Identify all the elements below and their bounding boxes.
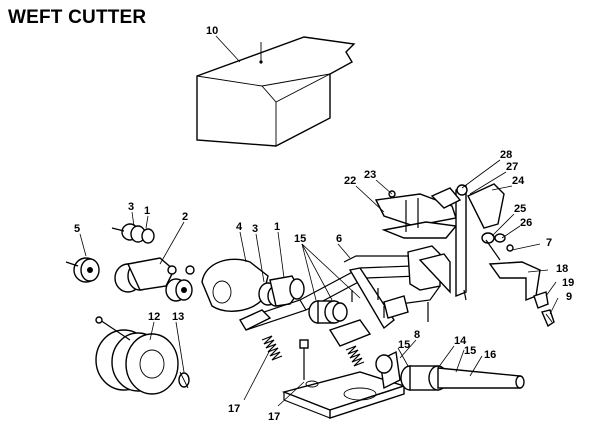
callout-19: 19 bbox=[562, 277, 574, 289]
part-8-15-14-16-shaft bbox=[375, 350, 525, 391]
part-17-spring-right bbox=[345, 345, 365, 367]
callout-28: 28 bbox=[500, 149, 512, 161]
part-19-sleeve bbox=[533, 291, 549, 309]
part-5-collar bbox=[65, 257, 100, 283]
part-25-26-7-bits bbox=[481, 232, 514, 261]
callout-9: 9 bbox=[566, 291, 572, 303]
callout-23: 23 bbox=[364, 169, 376, 181]
part-18-lever bbox=[488, 261, 541, 302]
callout-26: 26 bbox=[520, 217, 532, 229]
part-15-bearings-top bbox=[308, 300, 348, 324]
part-12-pulley bbox=[95, 316, 179, 395]
part-2-cam bbox=[114, 257, 195, 302]
callout-27: 27 bbox=[506, 161, 518, 173]
callout-17-a: 17 bbox=[228, 403, 240, 415]
part-9-screw bbox=[541, 309, 555, 328]
part-13-screw bbox=[178, 371, 190, 389]
part-24-upright bbox=[430, 183, 505, 298]
callout-24: 24 bbox=[512, 175, 525, 187]
callout-1: 1 bbox=[144, 205, 150, 217]
callout-22: 22 bbox=[344, 175, 356, 187]
callout-4: 4 bbox=[236, 221, 243, 233]
base-plate bbox=[281, 371, 407, 419]
callout-3: 3 bbox=[128, 201, 134, 213]
callout-15-a: 15 bbox=[294, 233, 306, 245]
callout-6: 6 bbox=[336, 233, 342, 245]
callout-7: 7 bbox=[546, 237, 552, 249]
part-4-crank-arm bbox=[201, 258, 305, 312]
part-17-spring-left bbox=[261, 335, 309, 380]
main-frame bbox=[238, 245, 451, 347]
part-3-1-bearings bbox=[111, 223, 155, 244]
part-10-cover bbox=[196, 36, 356, 147]
callout-17-b: 17 bbox=[268, 411, 280, 423]
callout-1-b: 1 bbox=[274, 221, 280, 233]
callout-15-b: 15 bbox=[398, 339, 410, 351]
callout-2: 2 bbox=[182, 211, 188, 223]
callout-10: 10 bbox=[206, 25, 218, 37]
part-22-bracket bbox=[374, 190, 458, 239]
callout-8: 8 bbox=[414, 329, 420, 341]
callout-14: 14 bbox=[454, 335, 467, 347]
frame-bolts bbox=[351, 288, 467, 322]
callout-25: 25 bbox=[514, 203, 526, 215]
leader-lines bbox=[79, 35, 559, 407]
callout-15-c: 15 bbox=[464, 345, 476, 357]
page-title: WEFT CUTTER bbox=[8, 7, 147, 28]
callout-12: 12 bbox=[148, 311, 160, 323]
callout-16: 16 bbox=[484, 349, 496, 361]
callout-5: 5 bbox=[74, 223, 80, 235]
callout-3-b: 3 bbox=[252, 223, 258, 235]
callout-13: 13 bbox=[172, 311, 184, 323]
callout-18: 18 bbox=[556, 263, 568, 275]
